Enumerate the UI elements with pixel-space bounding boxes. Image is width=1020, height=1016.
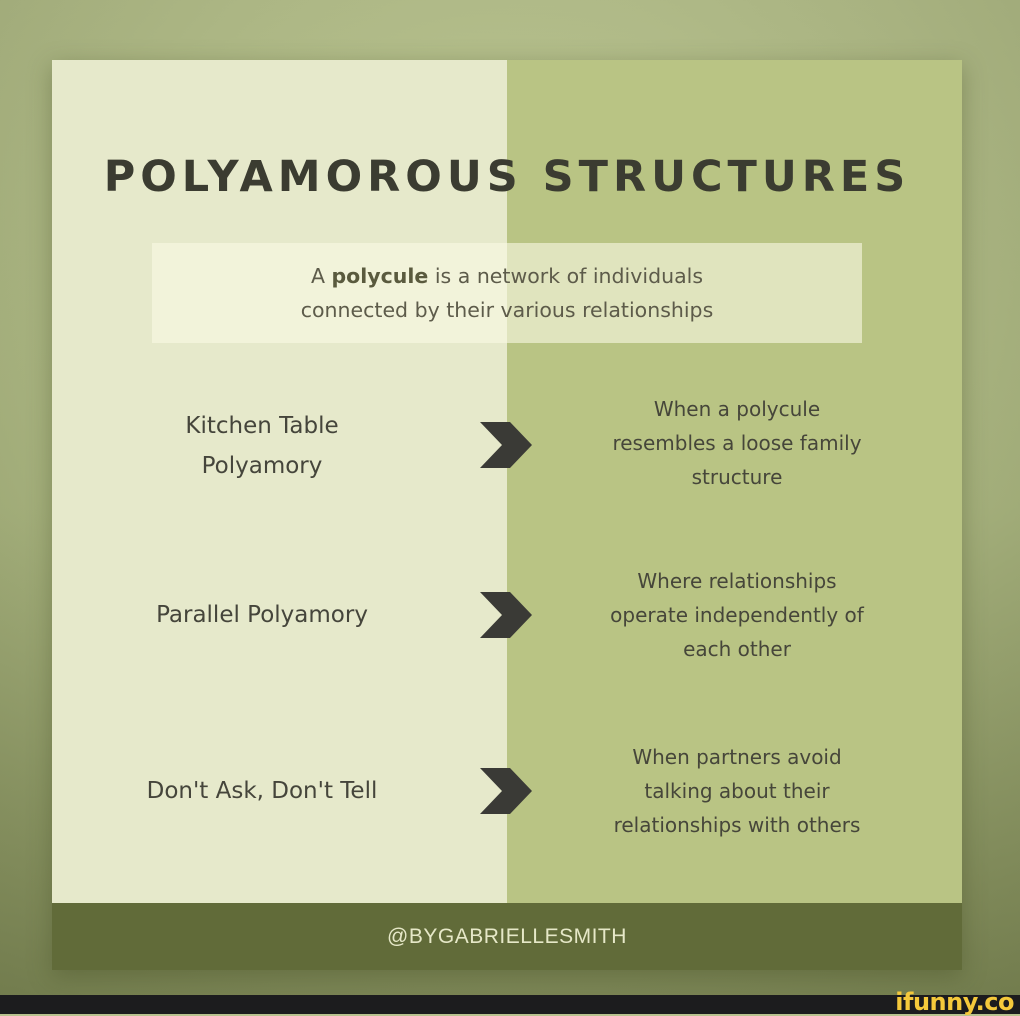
structure-description: When partners avoid talking about their … — [537, 740, 937, 842]
intro-suffix: is a network of individuals — [428, 264, 704, 288]
right-panel — [507, 60, 962, 903]
author-handle: @BYGABRIELLESMITH — [387, 924, 627, 948]
chevron-right-icon — [480, 422, 532, 468]
term-line: Polyamory — [201, 453, 323, 479]
infographic-card: POLYAMOROUS STRUCTURES A polycule is a n… — [52, 60, 962, 970]
left-panel — [52, 60, 507, 903]
description-line: operate independently of — [610, 603, 864, 627]
watermark-bar — [0, 995, 1020, 1014]
term-line: Don't Ask, Don't Tell — [146, 778, 378, 804]
page-title: POLYAMOROUS STRUCTURES — [103, 152, 911, 202]
structure-description: Where relationships operate independentl… — [537, 564, 937, 666]
term-line: Kitchen Table — [185, 413, 339, 439]
structure-term: Kitchen Table Polyamory — [52, 406, 472, 486]
structure-term: Parallel Polyamory — [52, 595, 472, 635]
intro-keyword: polycule — [331, 264, 429, 288]
intro-line-2: connected by their various relationships — [300, 298, 714, 322]
structure-description: When a polycule resembles a loose family… — [537, 392, 937, 494]
chevron-right-icon — [480, 592, 532, 638]
chevron-right-icon — [480, 768, 532, 814]
description-line: Where relationships — [637, 569, 837, 593]
structure-term: Don't Ask, Don't Tell — [52, 771, 472, 811]
description-line: each other — [683, 637, 791, 661]
intro-line-1: A polycule is a network of individuals — [311, 259, 703, 293]
ifunny-watermark: ifunny.co — [895, 988, 1014, 1016]
intro-box: A polycule is a network of individuals c… — [152, 243, 862, 343]
description-line: When partners avoid — [632, 745, 842, 769]
term-line: Parallel Polyamory — [156, 602, 368, 628]
footer-band: @BYGABRIELLESMITH — [52, 903, 962, 970]
description-line: resembles a loose family — [612, 431, 862, 455]
description-line: relationships with others — [613, 813, 861, 837]
description-line: structure — [691, 465, 783, 489]
description-line: When a polycule — [653, 397, 821, 421]
description-line: talking about their — [644, 779, 830, 803]
intro-prefix: A — [310, 264, 332, 288]
